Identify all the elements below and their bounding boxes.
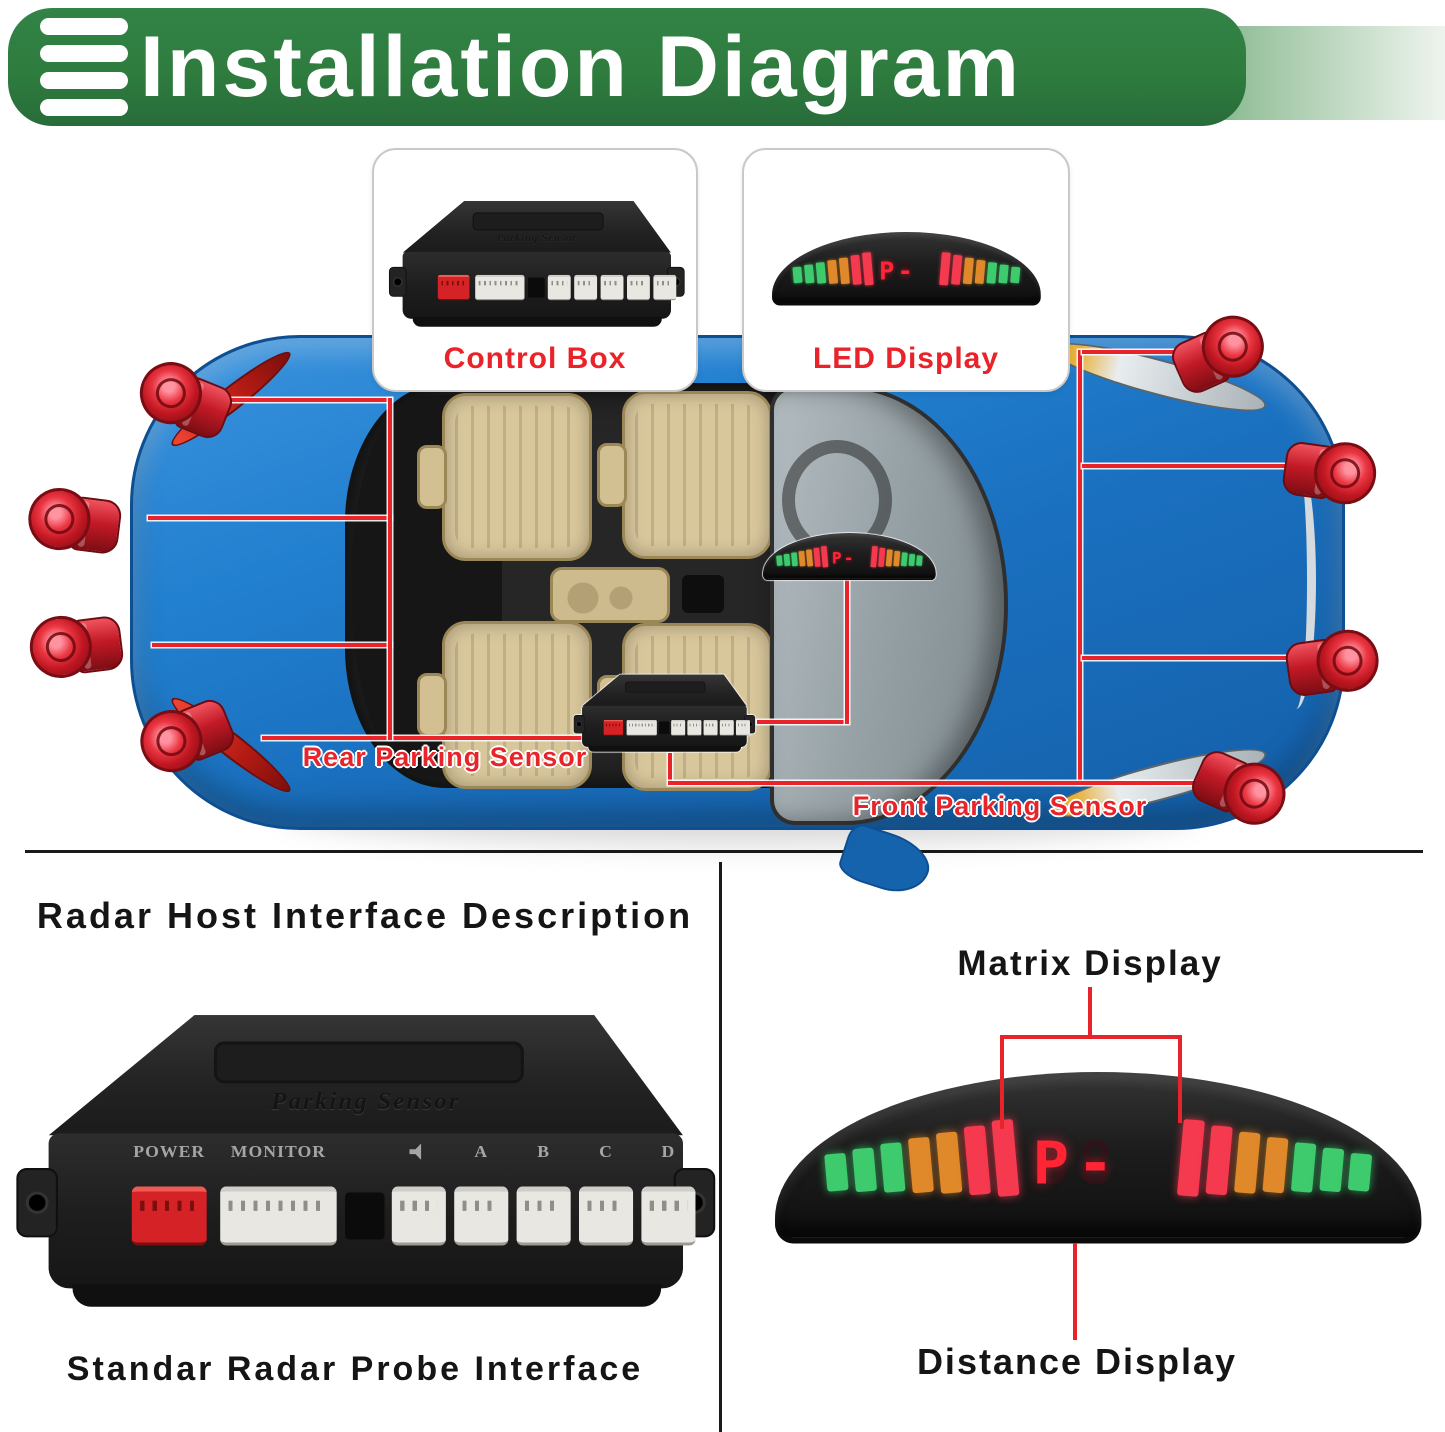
car-top-view-illustration [130,330,1345,902]
matrix-bracket-horizontal [1000,1035,1182,1039]
port-label-d: D [661,1141,676,1161]
rear-sensor-label: Rear Parking Sensor [302,742,588,772]
speaker-icon [409,1143,422,1160]
matrix-display-label: Matrix Display [957,944,1223,983]
connector-line-rear-4 [262,736,582,740]
port-a [454,1186,509,1246]
title-banner: Installation Diagram [8,8,1246,126]
seat-front-left [597,391,772,559]
led-bar-group-right [939,251,1021,292]
connector-line-rear-2 [148,516,392,520]
headrest [597,443,627,507]
menu-bars-icon [40,18,132,118]
seat-rear-right [417,621,592,789]
front-sensor-3 [1281,624,1384,706]
box-brand-text: Parking Sensor [271,1088,461,1115]
led-bar-group-right [870,545,923,571]
headrest [417,673,447,737]
front-bumper-chrome [1276,453,1316,709]
led-display-inset-label: LED Display [812,342,1000,375]
monitor-port [220,1186,337,1246]
power-port [131,1186,207,1246]
section-divider-horizontal [25,850,1423,853]
in-car-control-box [573,674,756,752]
port-c [579,1186,634,1246]
host-section-heading: Radar Host Interface Description [36,895,694,936]
connector-line-display-vertical [845,580,849,724]
matrix-bracket-left [1000,1037,1004,1129]
host-control-box: Parking Sensor POWER MONITOR A B C D [16,1013,716,1309]
connector-line-rear-vertical [388,398,392,740]
distance-display-label: Distance Display [916,1341,1238,1382]
connector-line-display-horizontal [757,720,849,724]
led-bar-group-left [776,545,829,571]
matrix-bracket-right [1178,1037,1182,1123]
distance-pointer-line [1073,1243,1077,1340]
led-bar-group-right [1176,1118,1374,1210]
front-sensor-2 [1278,432,1381,514]
port-label-a: A [474,1141,489,1161]
led-bar-group-left [792,251,874,292]
speaker-port [391,1186,446,1246]
connector-line-front-2 [1082,464,1292,468]
port-label-monitor: MONITOR [230,1141,327,1161]
rear-sensor-2 [24,483,126,564]
port-d [641,1186,696,1246]
connector-line-front-3 [1082,656,1294,660]
seat-rear-left [417,393,592,561]
control-box-inset: Parking Sensor Control Box [372,148,698,392]
probe-interface-caption: Standar Radar Probe Interface [66,1350,644,1388]
gear-shifter [682,575,724,613]
page-title: Installation Diagram [140,19,1022,115]
port-label-power: POWER [133,1141,206,1161]
connector-line-rear-3 [152,643,392,647]
section-divider-vertical [719,862,722,1432]
connector-line-front-vertical [1078,350,1082,785]
port-b [516,1186,571,1246]
center-console [550,567,670,623]
matrix-bracket-stub [1088,987,1092,1037]
connector-line-front-4 [668,781,1205,785]
box-brand-text: Parking Sensor [496,232,577,244]
port-notch [345,1192,385,1240]
control-box-image: Parking Sensor [388,200,685,328]
control-box-inset-label: Control Box [443,342,627,375]
front-sensor-label: Front Parking Sensor [852,791,1148,821]
port-label-b: B [537,1141,551,1161]
headrest [417,445,447,509]
port-label-c: C [599,1141,613,1161]
led-bar-group-left [822,1118,1020,1210]
connector-line-front-1 [1082,350,1188,354]
connector-line-controlbox-stub [668,753,672,785]
rear-sensor-3 [26,607,128,688]
connector-line-rear-1 [225,398,392,402]
